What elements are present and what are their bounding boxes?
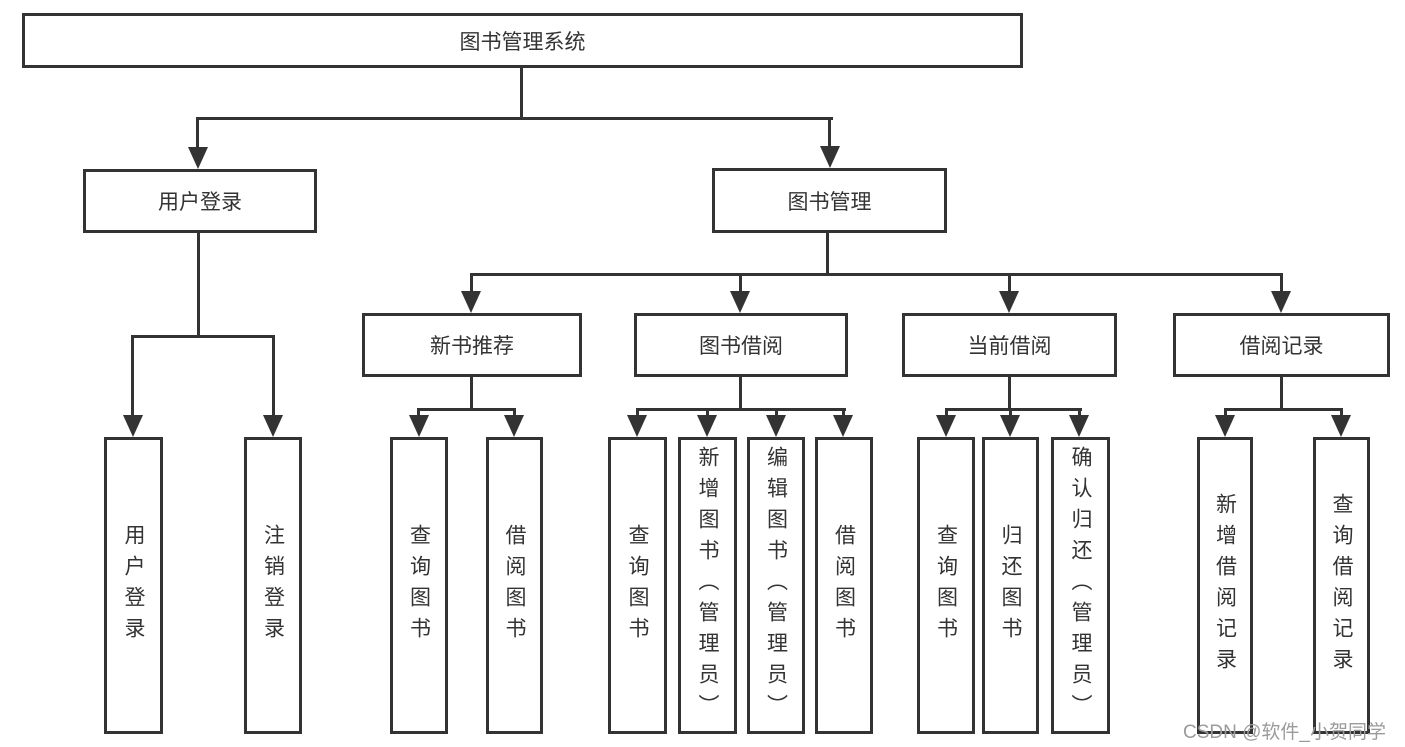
connector-line — [775, 408, 778, 418]
node-root: 图书管理系统 — [22, 13, 1023, 68]
leaf-borrow-book-recommend: 借阅图书 — [486, 437, 543, 734]
leaf-label: 用户登录 — [122, 523, 145, 648]
arrow-down-icon — [833, 415, 853, 437]
connector-line — [636, 408, 639, 418]
arrow-down-icon — [936, 415, 956, 437]
arrow-down-icon — [409, 415, 429, 437]
leaf-label: 借阅图书 — [503, 523, 526, 648]
leaf-edit-book-admin: 编辑图书（管理员） — [747, 437, 805, 734]
leaf-label: 注销登录 — [261, 523, 285, 648]
connector-line — [1340, 408, 1343, 418]
connector-line — [1280, 377, 1283, 408]
node-new-book-recommend: 新书推荐 — [362, 313, 582, 377]
node-label: 新书推荐 — [430, 335, 514, 358]
connector-line — [196, 117, 833, 120]
node-borrow-record: 借阅记录 — [1173, 313, 1390, 377]
arrow-down-icon — [1069, 415, 1089, 437]
connector-line — [828, 117, 831, 151]
connector-line — [739, 273, 742, 295]
arrow-down-icon — [627, 415, 647, 437]
connector-line — [470, 273, 473, 295]
arrow-down-icon — [461, 291, 481, 313]
node-label: 图书管理 — [787, 190, 872, 214]
arrow-down-icon — [1331, 415, 1351, 437]
leaf-label: 借阅图书 — [832, 523, 856, 648]
arrow-down-icon — [1000, 415, 1020, 437]
arrow-down-icon — [697, 415, 717, 437]
leaf-return-book: 归还图书 — [982, 437, 1039, 734]
connector-line — [636, 408, 846, 411]
arrow-down-icon — [1271, 291, 1291, 313]
leaf-add-borrow-record: 新增借阅记录 — [1197, 437, 1253, 734]
arrow-down-icon — [123, 415, 143, 437]
node-label: 用户登录 — [158, 191, 242, 214]
node-user-login: 用户登录 — [83, 169, 317, 233]
leaf-user-login: 用户登录 — [104, 437, 163, 734]
leaf-label: 查询图书 — [934, 523, 958, 648]
connector-line — [272, 335, 275, 417]
connector-line — [1008, 273, 1011, 295]
connector-line — [131, 335, 134, 417]
connector-line — [826, 233, 829, 273]
connector-line — [197, 233, 200, 335]
connector-line — [706, 408, 709, 418]
connector-line — [1280, 273, 1283, 295]
connector-line — [1224, 408, 1227, 418]
node-current-borrow: 当前借阅 — [902, 313, 1117, 377]
node-book-management: 图书管理 — [712, 168, 947, 233]
arrow-down-icon — [188, 147, 208, 169]
leaf-label: 编辑图书（管理员） — [764, 446, 788, 725]
node-root-label: 图书管理系统 — [459, 30, 586, 54]
arrow-down-icon — [766, 415, 786, 437]
connector-line — [131, 335, 275, 338]
arrow-down-icon — [1215, 415, 1235, 437]
connector-line — [1078, 408, 1081, 418]
node-book-borrow: 图书借阅 — [634, 313, 848, 377]
connector-line — [945, 408, 1082, 411]
arrow-down-icon — [999, 291, 1019, 313]
leaf-logout: 注销登录 — [244, 437, 302, 734]
node-label: 当前借阅 — [967, 335, 1052, 358]
leaf-label: 查询图书 — [626, 523, 649, 648]
leaf-label: 查询图书 — [407, 523, 431, 648]
node-label: 借阅记录 — [1239, 335, 1324, 358]
node-label: 图书借阅 — [699, 335, 783, 358]
connector-line — [1008, 377, 1011, 408]
leaf-query-borrow-record: 查询借阅记录 — [1313, 437, 1370, 734]
leaf-confirm-return-admin: 确认归还（管理员） — [1051, 437, 1110, 734]
connector-line — [1009, 408, 1012, 418]
connector-line — [470, 377, 473, 408]
connector-line — [417, 408, 516, 411]
csdn-watermark: CSDN @软件_小贺同学 — [1183, 722, 1386, 743]
connector-line — [842, 408, 845, 418]
leaf-label: 确认归还（管理员） — [1069, 446, 1092, 725]
connector-line — [945, 408, 948, 418]
connector-line — [513, 408, 516, 418]
leaf-label: 查询借阅记录 — [1330, 492, 1353, 679]
connector-line — [196, 117, 199, 151]
arrow-down-icon — [263, 415, 283, 437]
arrow-down-icon — [820, 146, 840, 168]
arrow-down-icon — [504, 415, 524, 437]
leaf-query-books-current: 查询图书 — [917, 437, 975, 734]
connector-line — [470, 273, 1283, 276]
leaf-add-book-admin: 新增图书（管理员） — [678, 437, 737, 734]
leaf-query-books-recommend: 查询图书 — [390, 437, 448, 734]
leaf-label: 归还图书 — [999, 523, 1022, 648]
connector-line — [1224, 408, 1343, 411]
connector-line — [417, 408, 420, 418]
leaf-query-books-borrow: 查询图书 — [608, 437, 667, 734]
leaf-label: 新增借阅记录 — [1213, 492, 1237, 679]
arrow-down-icon — [730, 291, 750, 313]
connector-line — [520, 68, 523, 117]
leaf-label: 新增图书（管理员） — [696, 446, 719, 725]
leaf-borrow-book: 借阅图书 — [815, 437, 873, 734]
connector-line — [739, 377, 742, 408]
